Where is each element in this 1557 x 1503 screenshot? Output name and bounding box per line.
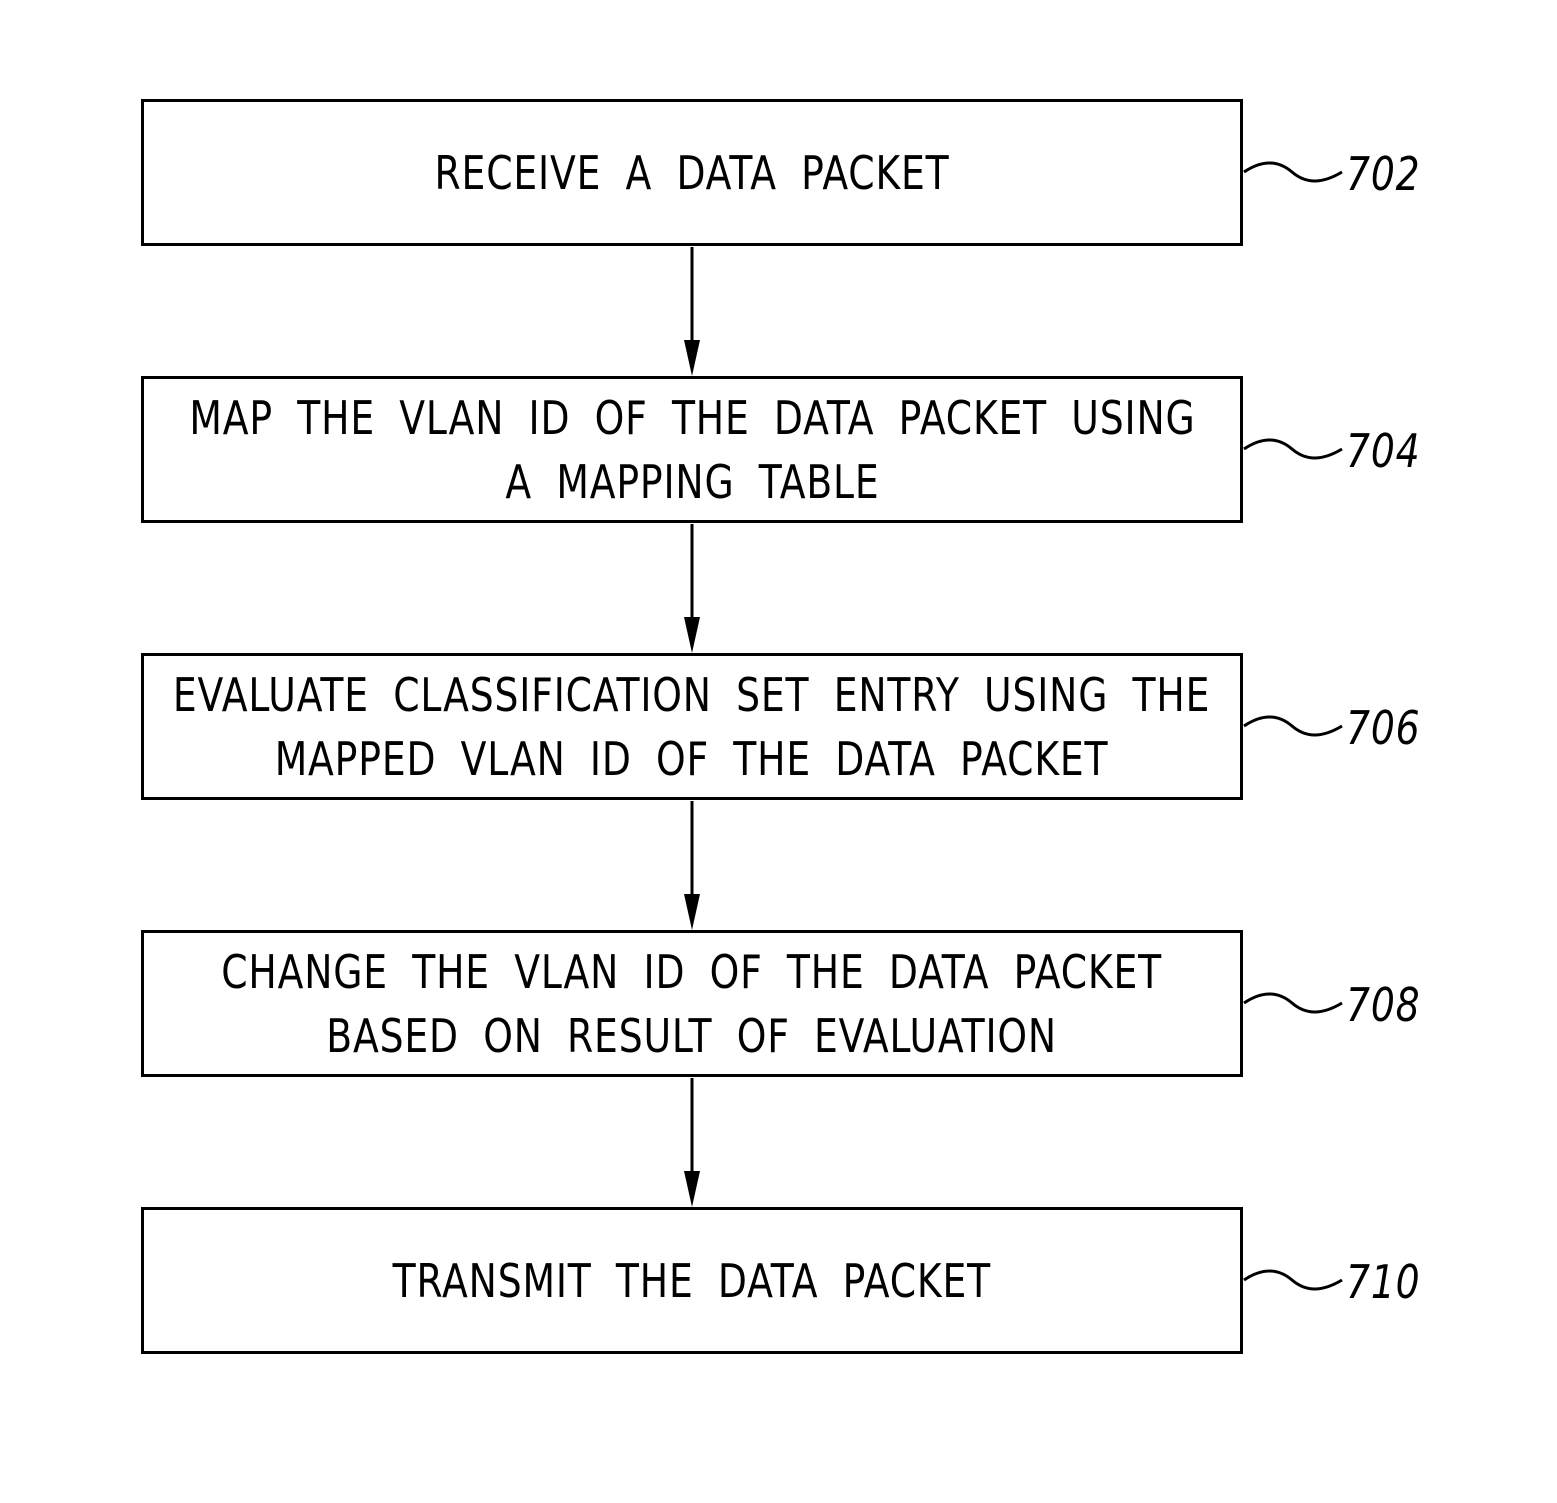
step-text-710: TRANSMIT THE DATA PACKET bbox=[393, 1249, 991, 1313]
step-box-708: CHANGE THE VLAN ID OF THE DATA PACKET BA… bbox=[141, 930, 1243, 1077]
step-708-line-1: CHANGE THE VLAN ID OF THE DATA PACKET bbox=[222, 940, 1163, 1004]
reference-label-710: 710 bbox=[1346, 1257, 1420, 1307]
step-box-704: MAP THE VLAN ID OF THE DATA PACKET USING… bbox=[141, 376, 1243, 523]
leader-702 bbox=[1244, 163, 1342, 181]
reference-label-708: 708 bbox=[1346, 980, 1420, 1030]
leader-706 bbox=[1244, 717, 1342, 735]
step-706-line-2: MAPPED VLAN ID OF THE DATA PACKET bbox=[173, 727, 1210, 791]
step-box-710: TRANSMIT THE DATA PACKET bbox=[141, 1207, 1243, 1354]
reference-label-706: 706 bbox=[1346, 703, 1420, 753]
step-706-line-1: EVALUATE CLASSIFICATION SET ENTRY USING … bbox=[173, 663, 1210, 727]
leader-704 bbox=[1244, 440, 1342, 458]
reference-label-704: 704 bbox=[1346, 426, 1420, 476]
step-708-line-2: BASED ON RESULT OF EVALUATION bbox=[222, 1004, 1163, 1068]
arrow-704-to-706 bbox=[684, 524, 700, 653]
arrow-702-to-704 bbox=[684, 247, 700, 376]
step-box-706: EVALUATE CLASSIFICATION SET ENTRY USING … bbox=[141, 653, 1243, 800]
step-710-line-1: TRANSMIT THE DATA PACKET bbox=[393, 1249, 991, 1313]
reference-label-702: 702 bbox=[1346, 149, 1420, 199]
leader-708 bbox=[1244, 994, 1342, 1012]
arrow-708-to-710 bbox=[684, 1078, 700, 1207]
step-box-702: RECEIVE A DATA PACKET bbox=[141, 99, 1243, 246]
step-text-706: EVALUATE CLASSIFICATION SET ENTRY USING … bbox=[173, 663, 1210, 791]
reference-leaders bbox=[1244, 163, 1342, 1289]
step-704-line-1: MAP THE VLAN ID OF THE DATA PACKET USING bbox=[189, 386, 1195, 450]
step-text-702: RECEIVE A DATA PACKET bbox=[434, 141, 949, 205]
step-text-704: MAP THE VLAN ID OF THE DATA PACKET USING… bbox=[189, 386, 1195, 514]
step-text-708: CHANGE THE VLAN ID OF THE DATA PACKET BA… bbox=[222, 940, 1163, 1068]
leader-710 bbox=[1244, 1271, 1342, 1289]
arrow-706-to-708 bbox=[684, 801, 700, 930]
step-702-line-1: RECEIVE A DATA PACKET bbox=[434, 141, 949, 205]
step-704-line-2: A MAPPING TABLE bbox=[189, 450, 1195, 514]
